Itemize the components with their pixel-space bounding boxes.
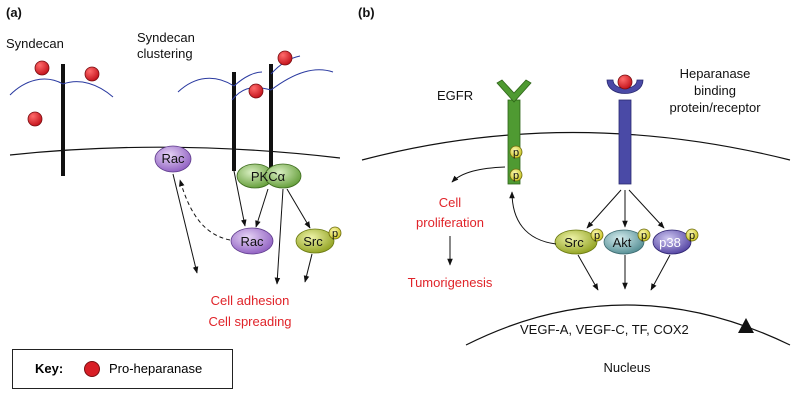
upregulation-triangle-icon — [738, 318, 754, 333]
phosphate-label: p — [689, 230, 695, 242]
pkc-alpha-label: PKCα — [251, 169, 286, 184]
clustering-label-line1: Syndecan — [137, 30, 195, 45]
pkc-alpha-node — [236, 163, 302, 189]
phosphate-icon — [509, 168, 523, 182]
arrow-rac-to-adhesion — [172, 173, 199, 274]
gene-targets-label: VEGF-A, VEGF-C, TF, COX2 — [520, 322, 689, 337]
cell-proliferation-label-line2: proliferation — [416, 215, 484, 230]
panel-b-label: (b) — [358, 5, 375, 20]
phosphate-icon — [328, 226, 342, 240]
syndecan-label: Syndecan — [6, 36, 64, 51]
receptor-label-line2: binding — [694, 83, 736, 98]
receptor-label-line3: protein/receptor — [669, 100, 761, 115]
receptor-label-line1: Heparanase — [680, 66, 751, 81]
arrow-receptor-to-src — [586, 189, 622, 229]
phosphate-label: p — [594, 230, 600, 242]
rac-node-top — [154, 145, 192, 173]
src-node-a — [295, 228, 335, 254]
legend-key: Key: Pro-heparanase — [12, 349, 233, 389]
heparanase-receptor — [606, 74, 644, 185]
pro-heparanase-icon — [34, 60, 50, 76]
p38-node — [652, 229, 692, 255]
phosphate-icon — [590, 228, 604, 242]
cell-spreading-label: Cell spreading — [208, 314, 291, 329]
pro-heparanase-icon — [248, 83, 264, 99]
arrow-p38-to-nucleus — [650, 254, 671, 291]
phosphate-label: p — [332, 228, 338, 240]
akt-node — [603, 229, 645, 255]
egfr-label: EGFR — [437, 88, 473, 103]
phosphate-label: p — [513, 147, 519, 159]
arrow-syndecan-to-rac — [233, 170, 247, 227]
rac-node-bottom — [230, 227, 274, 255]
arrow-src-to-adhesion — [303, 253, 313, 283]
src-label-a: Src — [303, 234, 323, 249]
arrow-egfr-to-proliferation — [451, 166, 506, 183]
pro-heparanase-icon — [84, 66, 100, 82]
pro-heparanase-icon — [277, 50, 293, 66]
arrow-src-to-nucleus — [577, 254, 599, 291]
arrow-pkc-to-src — [286, 188, 311, 229]
pro-heparanase-icon — [617, 74, 633, 90]
egfr-receptor — [496, 79, 532, 185]
arrow-pkc-to-adhesion — [274, 188, 284, 285]
phosphate-label: p — [513, 170, 519, 182]
key-title: Key: — [35, 361, 64, 376]
arrow-receptor-to-p38 — [628, 189, 665, 229]
akt-label: Akt — [613, 235, 632, 250]
tumorigenesis-label: Tumorigenesis — [408, 275, 493, 290]
rac-label-top: Rac — [161, 151, 185, 166]
phosphate-icon — [685, 228, 699, 242]
cell-adhesion-label: Cell adhesion — [211, 293, 290, 308]
arrow-src-to-egfr — [509, 191, 557, 245]
src-node-b — [554, 229, 598, 255]
pro-heparanase-icon — [84, 361, 100, 377]
cell-membrane-b — [361, 131, 791, 161]
panel-a-label: (a) — [6, 5, 22, 20]
phosphate-icon — [509, 145, 523, 159]
nucleus-label: Nucleus — [604, 360, 651, 375]
clustering-label-line2: clustering — [137, 46, 193, 61]
p38-label: p38 — [659, 235, 681, 250]
phosphate-icon — [637, 228, 651, 242]
arrow-rac-feedback — [179, 179, 231, 241]
cell-proliferation-label-line1: Cell — [439, 195, 462, 210]
syndecan-single — [9, 60, 114, 176]
phosphate-label: p — [641, 230, 647, 242]
rac-label-bottom: Rac — [240, 234, 264, 249]
key-item-label: Pro-heparanase — [109, 361, 203, 376]
syndecan-cluster — [177, 50, 334, 171]
pro-heparanase-icon — [27, 111, 43, 127]
src-label-b: Src — [564, 235, 584, 250]
arrow-pkc-to-rac — [255, 188, 269, 228]
